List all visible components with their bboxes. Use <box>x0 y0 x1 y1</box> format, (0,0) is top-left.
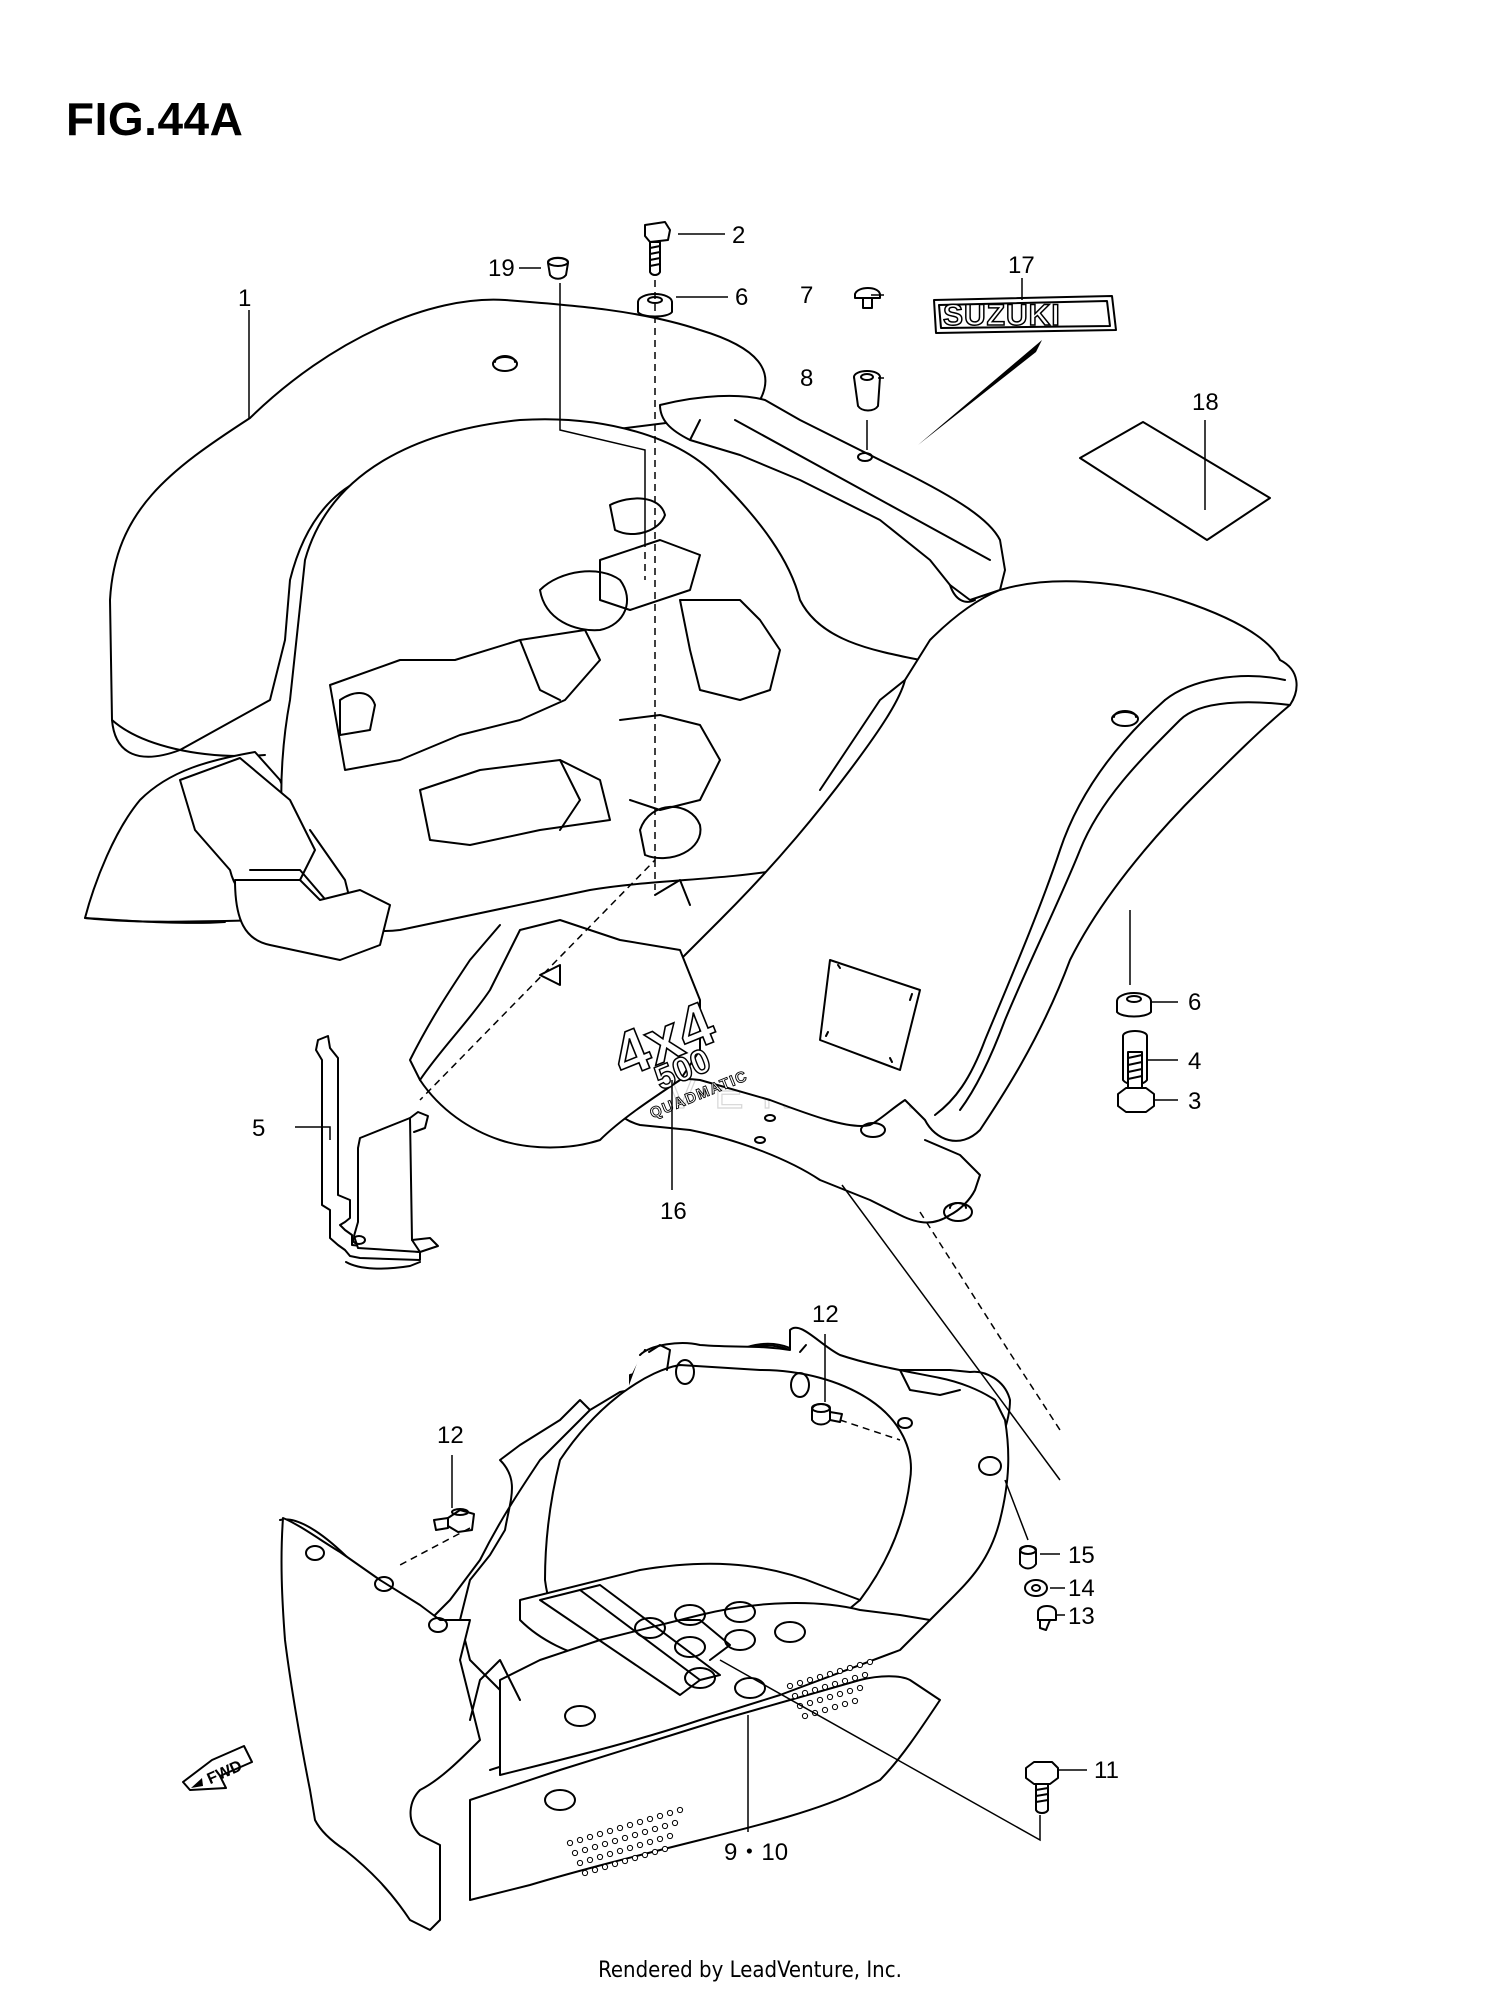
guard-mount-holes <box>305 1359 1002 1633</box>
callout-13: 13 <box>1068 1603 1095 1630</box>
figure-title: FIG.44A <box>66 93 244 145</box>
rivet-7 <box>854 287 881 309</box>
clip-12-right <box>811 1403 843 1426</box>
grommet-19 <box>547 256 569 280</box>
callout-1: 1 <box>238 285 251 312</box>
callout-8: 8 <box>800 365 813 392</box>
callout-14: 14 <box>1068 1575 1095 1602</box>
callout-16: 16 <box>660 1198 687 1225</box>
callout-6-right: 6 <box>1188 989 1201 1016</box>
forward-arrow: FWD <box>182 1745 253 1791</box>
callout-3: 3 <box>1188 1088 1201 1115</box>
grip-dots-lower <box>566 1806 684 1877</box>
clip-12-left <box>433 1508 475 1533</box>
bolt-2 <box>644 221 671 276</box>
bolt-3 <box>1117 1051 1155 1113</box>
caution-label-18 <box>1079 421 1271 541</box>
callout-4: 4 <box>1188 1048 1201 1075</box>
callout-12-left: 12 <box>437 1422 464 1449</box>
callout-18: 18 <box>1192 389 1219 416</box>
callout-leaders <box>248 233 1206 1832</box>
callout-17: 17 <box>1008 252 1035 279</box>
callout-labels: 1 2 3 4 5 6 6 7 8 9・10 11 12 12 13 14 15… <box>238 222 1219 1866</box>
grommet-6-right <box>1116 992 1152 1018</box>
footer-credit: Rendered by LeadVenture, Inc. <box>598 1958 902 1983</box>
callout-19: 19 <box>488 255 515 282</box>
bracket-5 <box>315 1035 439 1270</box>
suzuki-decal: SUZUKI <box>933 295 1117 334</box>
callout-5: 5 <box>252 1115 265 1142</box>
collar-15 <box>1019 1545 1037 1570</box>
mount-hole-rivet <box>857 452 873 462</box>
washer-14 <box>1024 1579 1048 1597</box>
reference-lines <box>399 280 1061 1842</box>
callout-11: 11 <box>1094 1757 1119 1784</box>
callout-6-top: 6 <box>735 284 748 311</box>
callout-15: 15 <box>1068 1542 1095 1569</box>
callout-12-right: 12 <box>812 1301 839 1328</box>
step-holes <box>544 1601 806 1811</box>
screw-13 <box>1037 1605 1057 1631</box>
footrest-guard <box>279 1326 1011 1931</box>
callout-2: 2 <box>732 222 745 249</box>
collar-8 <box>853 370 881 412</box>
suzuki-decal-text: SUZUKI <box>943 299 1061 332</box>
grip-dots-upper <box>786 1658 874 1720</box>
rear-fender <box>84 298 1298 1224</box>
bolt-11 <box>1025 1761 1059 1814</box>
decal-pointer <box>918 340 1042 445</box>
callout-9-10: 9・10 <box>724 1839 788 1866</box>
callout-7: 7 <box>800 282 813 309</box>
